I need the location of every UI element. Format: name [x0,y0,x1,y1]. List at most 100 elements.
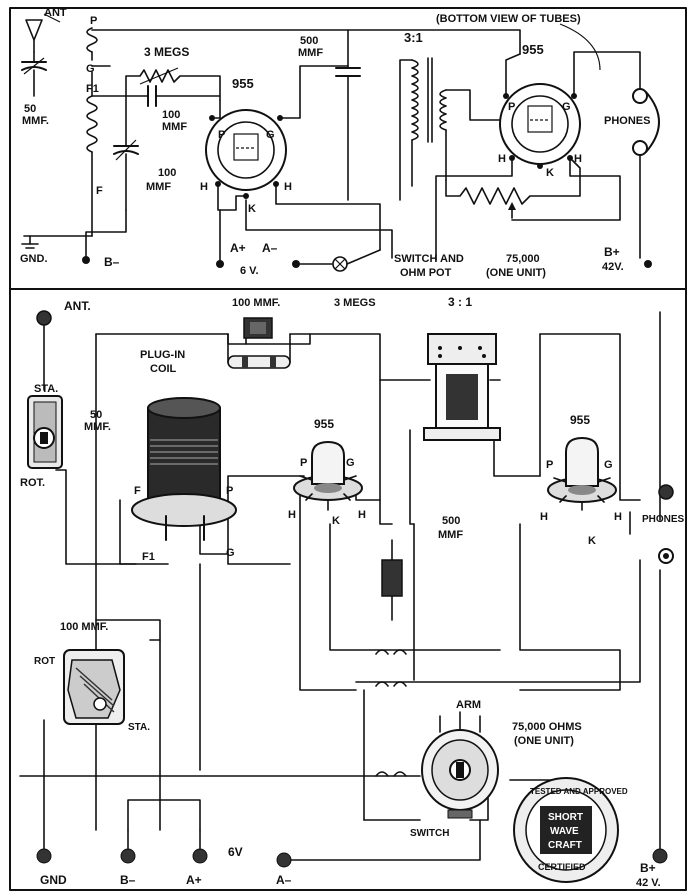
schematic-bplus-v: 42V. [602,261,624,273]
pictorial-tube1-label: 955 [314,417,334,431]
pictorial-gnd-label: GND [40,873,67,887]
pictorial-tube1-g: G [346,457,355,469]
schematic-tube2-label: 955 [522,42,544,57]
schematic-panel: ANT 50 MMF. P G F1 F [20,7,660,279]
schematic-bminus-label: B– [104,255,120,269]
pictorial-pot-value: 75,000 OHMS [512,721,582,733]
pictorial-cap500-value: 500 [442,515,460,527]
pictorial-bminus-label: B– [120,873,136,887]
pictorial-pot-switch [421,711,499,819]
seal-text-1: TESTED AND APPROVED [530,787,628,796]
pictorial-cap50-value: 50 [90,409,102,421]
pictorial-tube2-g: G [604,459,613,471]
pictorial-phones-jack-1 [658,484,674,500]
schematic-transformer [399,57,501,201]
schematic-cap-50-unit: MMF. [22,115,49,127]
schematic-coil-g: G [86,63,95,75]
schematic-aplus-label: A+ [230,241,246,255]
schematic-cap-50 [21,51,47,97]
seal-text-2: SHORT [548,812,583,823]
pictorial-tube1-k: K [332,515,340,527]
schematic-bottom-view: (BOTTOM VIEW OF TUBES) [436,13,581,25]
pictorial-plugin-1: PLUG-IN [140,349,185,361]
pictorial-tube2-h1: H [540,511,548,523]
pictorial-panel: ANT. STA. ROT. 50 MMF. 100 MMF. 3 MEGS [19,295,685,889]
schematic-cap500-value: 500 [300,35,318,47]
pictorial-tube2-label: 955 [570,413,590,427]
pictorial-crossovers [375,649,407,777]
schematic-pot [445,157,581,219]
pictorial-rot-label: ROT. [20,477,45,489]
pictorial-tuning-rot: ROT [34,656,55,667]
schematic-cap100a-unit: MMF [162,121,187,133]
schematic-6v-label: 6 V. [240,265,259,277]
seal-text-3: WAVE [550,826,579,837]
pictorial-tube2-k: K [588,535,596,547]
pictorial-aplus-label: A+ [186,873,202,887]
schematic-grid-leak [91,65,221,101]
schematic-grid-cap [91,85,221,107]
schematic-phones-label: PHONES [604,115,650,127]
pictorial-coil-g: G [226,547,235,559]
pictorial-coil-p: P [226,485,233,497]
pictorial-phones-label: PHONES [642,514,685,525]
schematic-coil-f1: F1 [86,83,99,95]
pictorial-bottom-terminals [36,829,668,868]
pictorial-cap100-label: 100 MMF. [232,297,280,309]
schematic-cap-50-value: 50 [24,103,36,115]
pictorial-switch-label: SWITCH [410,828,449,839]
schematic-coil-f: F [96,185,103,197]
pictorial-tuning-sta: STA. [128,722,150,733]
pictorial-tube1-p: P [300,457,307,469]
antenna-symbol [25,13,61,53]
schematic-tube1-p: P [218,129,225,141]
pictorial-grid-components [227,317,291,369]
pictorial-bplus-v: 42 V. [636,877,661,889]
pictorial-tuning-cap-label: 100 MMF. [60,621,108,633]
pictorial-plugin-coil [131,397,237,541]
schematic-tube2-k: K [546,167,554,179]
schematic-tube1-h1: H [200,181,208,193]
schematic-one-unit: (ONE UNIT) [486,267,546,279]
pictorial-sta-label: STA. [34,383,58,395]
pictorial-coil-f: F [134,485,141,497]
pictorial-tube2-p: P [546,459,553,471]
pictorial-tube-1 [293,440,363,511]
schematic-tube2-h1: H [498,153,506,165]
schematic-tube2-p: P [508,101,515,113]
schematic-cap100b-value: 100 [158,167,176,179]
schematic-plugin-coil [86,27,98,237]
pictorial-tube1-h1: H [288,509,296,521]
schematic-tube-1 [205,109,287,199]
schematic-cap-500 [335,67,361,201]
schematic-ant-label: ANT [44,7,67,19]
schematic-switch-pot-1: SWITCH AND [394,253,464,265]
schematic-tube1-g: G [266,129,275,141]
outer-frame [9,7,687,891]
schematic-switch-pot-2: OHM POT [400,267,452,279]
pictorial-trimmer-50 [27,395,63,469]
schematic-xfmr-label: 3:1 [404,30,423,45]
pictorial-transformer [423,333,501,441]
pictorial-cap50-unit: MMF. [84,421,111,433]
pictorial-one-unit: (ONE UNIT) [514,735,574,747]
schematic-tube1-label: 955 [232,76,254,91]
pictorial-aminus-label: A– [276,873,292,887]
seal-text-4: CRAFT [548,840,582,851]
schematic-3megs: 3 MEGS [144,45,189,59]
schematic-plate-wire [91,29,521,55]
pictorial-ant-label: ANT. [64,299,91,313]
pictorial-plugin-2: COIL [150,363,177,375]
pictorial-3megs-label: 3 MEGS [334,297,376,309]
pictorial-cap-500 [381,539,403,621]
pictorial-coil-f1: F1 [142,551,155,563]
schematic-aminus-label: A– [262,241,278,255]
schematic-cap500-unit: MMF [298,47,323,59]
pictorial-bplus-label: B+ [640,861,656,875]
pictorial-tube-2 [547,436,617,511]
pictorial-cap500-unit: MMF [438,529,463,541]
schematic-coil-p: P [90,15,97,27]
pictorial-xfmr-label: 3 : 1 [448,295,472,309]
